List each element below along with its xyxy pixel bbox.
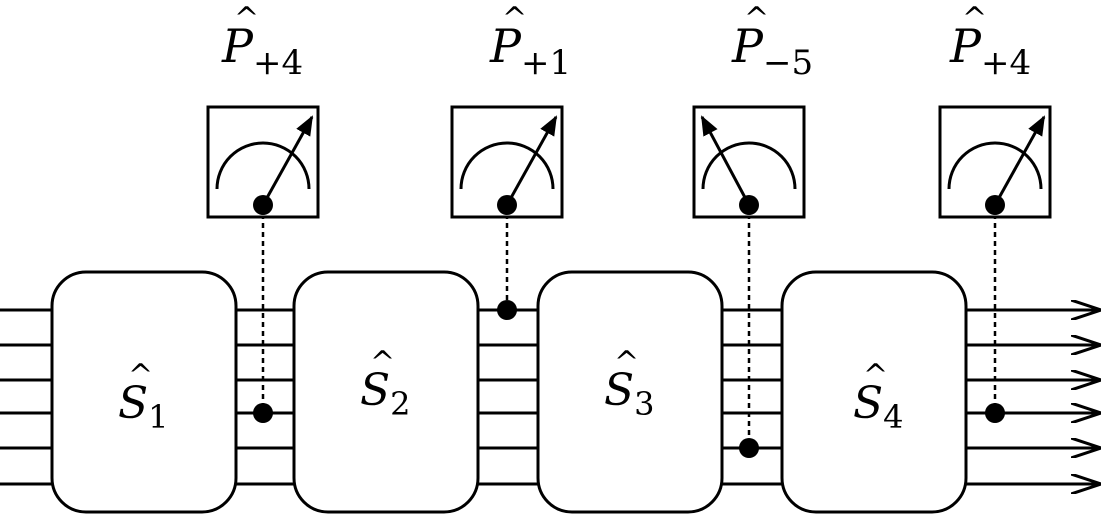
gate-box-3: [536, 270, 724, 514]
gate-label-4: S4: [853, 378, 904, 436]
gate-hats: ^ ^ ^ ^: [128, 345, 888, 393]
meter-label-3: P−5: [731, 19, 813, 83]
meter-2-symbol: P: [489, 19, 522, 73]
gate-4-symbol: S: [853, 378, 883, 429]
meter-2-subscript: +1: [521, 43, 571, 83]
measurement-dot-2: [497, 300, 517, 320]
gate-hat-2: ^: [370, 345, 395, 380]
meter-hat-4: ^: [962, 1, 987, 36]
meter-pivot-3: [739, 195, 759, 215]
gate-2-subscript: 2: [390, 385, 410, 423]
gate-hat-3: ^: [614, 345, 639, 380]
meter-pivot-2: [497, 195, 517, 215]
meter-4-symbol: P: [949, 19, 982, 73]
meter-arc-3: [701, 141, 797, 190]
meter-1-symbol: P: [221, 19, 254, 73]
meter-pivot-4: [985, 195, 1005, 215]
measurement-meters: [206, 105, 1052, 458]
measurement-dot-1: [253, 403, 273, 423]
gate-hat-4: ^: [863, 358, 888, 393]
meter-needle-3: [700, 115, 751, 206]
gate-1-subscript: 1: [148, 398, 168, 436]
gate-box-1: [50, 270, 238, 514]
measurement-dot-3: [739, 438, 759, 458]
gate-1-symbol: S: [118, 378, 148, 429]
gate-labels: S1 S2 S3 S4: [118, 365, 904, 436]
gate-box-2: [292, 270, 480, 514]
meter-arc-2: [459, 141, 555, 190]
meter-hat-2: ^: [502, 1, 527, 36]
gate-4-subscript: 4: [883, 398, 903, 436]
gate-label-3: S3: [604, 365, 655, 423]
meter-hat-3: ^: [744, 1, 769, 36]
gate-box-4: [780, 270, 968, 514]
meter-needle-4: [993, 115, 1046, 206]
measurement-dot-4: [985, 403, 1005, 423]
meter-3-symbol: P: [731, 19, 764, 73]
meter-arc-4: [947, 141, 1043, 190]
meter-1-subscript: +4: [253, 43, 303, 83]
meter-3-subscript: −5: [763, 43, 813, 83]
gate-hat-1: ^: [128, 358, 153, 393]
meter-label-1: P+4: [221, 19, 303, 83]
meter-needle-1: [261, 115, 314, 206]
gate-3-subscript: 3: [634, 385, 654, 423]
meter-arc-1: [215, 141, 311, 190]
gate-boxes: [50, 270, 968, 514]
gate-3-symbol: S: [604, 365, 634, 416]
meter-4-subscript: +4: [981, 43, 1031, 83]
meter-hat-1: ^: [234, 1, 259, 36]
gate-label-2: S2: [360, 365, 411, 423]
measurement-hats: ^ ^ ^ ^: [234, 1, 987, 36]
meter-needle-2: [505, 115, 558, 206]
gate-2-symbol: S: [360, 365, 390, 416]
measurement-labels: P+4 P+1 P−5 P+4: [221, 19, 1031, 83]
gate-label-1: S1: [118, 378, 169, 436]
meter-label-2: P+1: [489, 19, 571, 83]
meter-label-4: P+4: [949, 19, 1031, 83]
meter-pivot-1: [253, 195, 273, 215]
